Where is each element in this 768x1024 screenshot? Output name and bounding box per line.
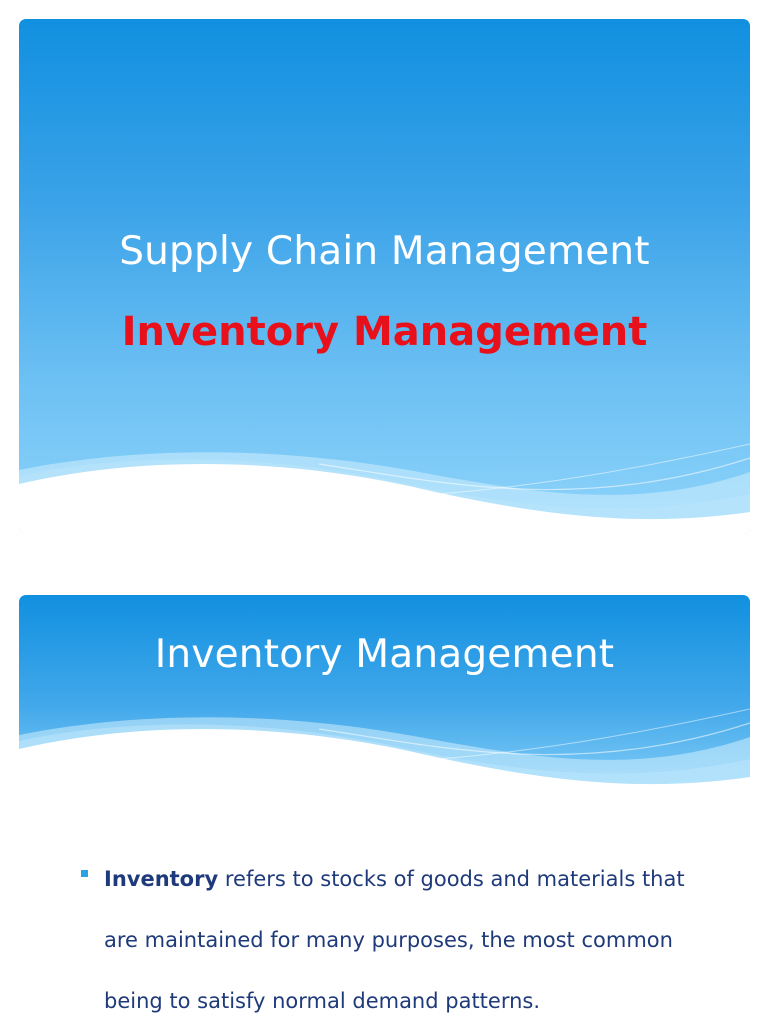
bullet-text-line-3: being to satisfy normal demand patterns. [104, 989, 541, 1013]
title-slide: Supply Chain Management Inventory Manage… [19, 19, 750, 534]
bullet-list: Inventory refers to stocks of goods and … [81, 849, 721, 1024]
bullet-term: Inventory [104, 867, 219, 891]
bullet-text-line-2: are maintained for many purposes, the mo… [104, 928, 673, 952]
square-bullet-icon [81, 870, 88, 877]
bullet-text-line-1: refers to stocks of goods and materials … [218, 867, 685, 891]
slide-title: Inventory Management [154, 632, 615, 677]
slide-title: Supply Chain Management [119, 229, 650, 274]
wave-decoration [19, 708, 750, 805]
wave-decoration [19, 443, 750, 534]
content-slide: Inventory Management Inventory refers to… [19, 595, 750, 1024]
bullet-item: Inventory refers to stocks of goods and … [104, 849, 721, 1024]
slide-subtitle: Inventory Management [121, 309, 648, 355]
